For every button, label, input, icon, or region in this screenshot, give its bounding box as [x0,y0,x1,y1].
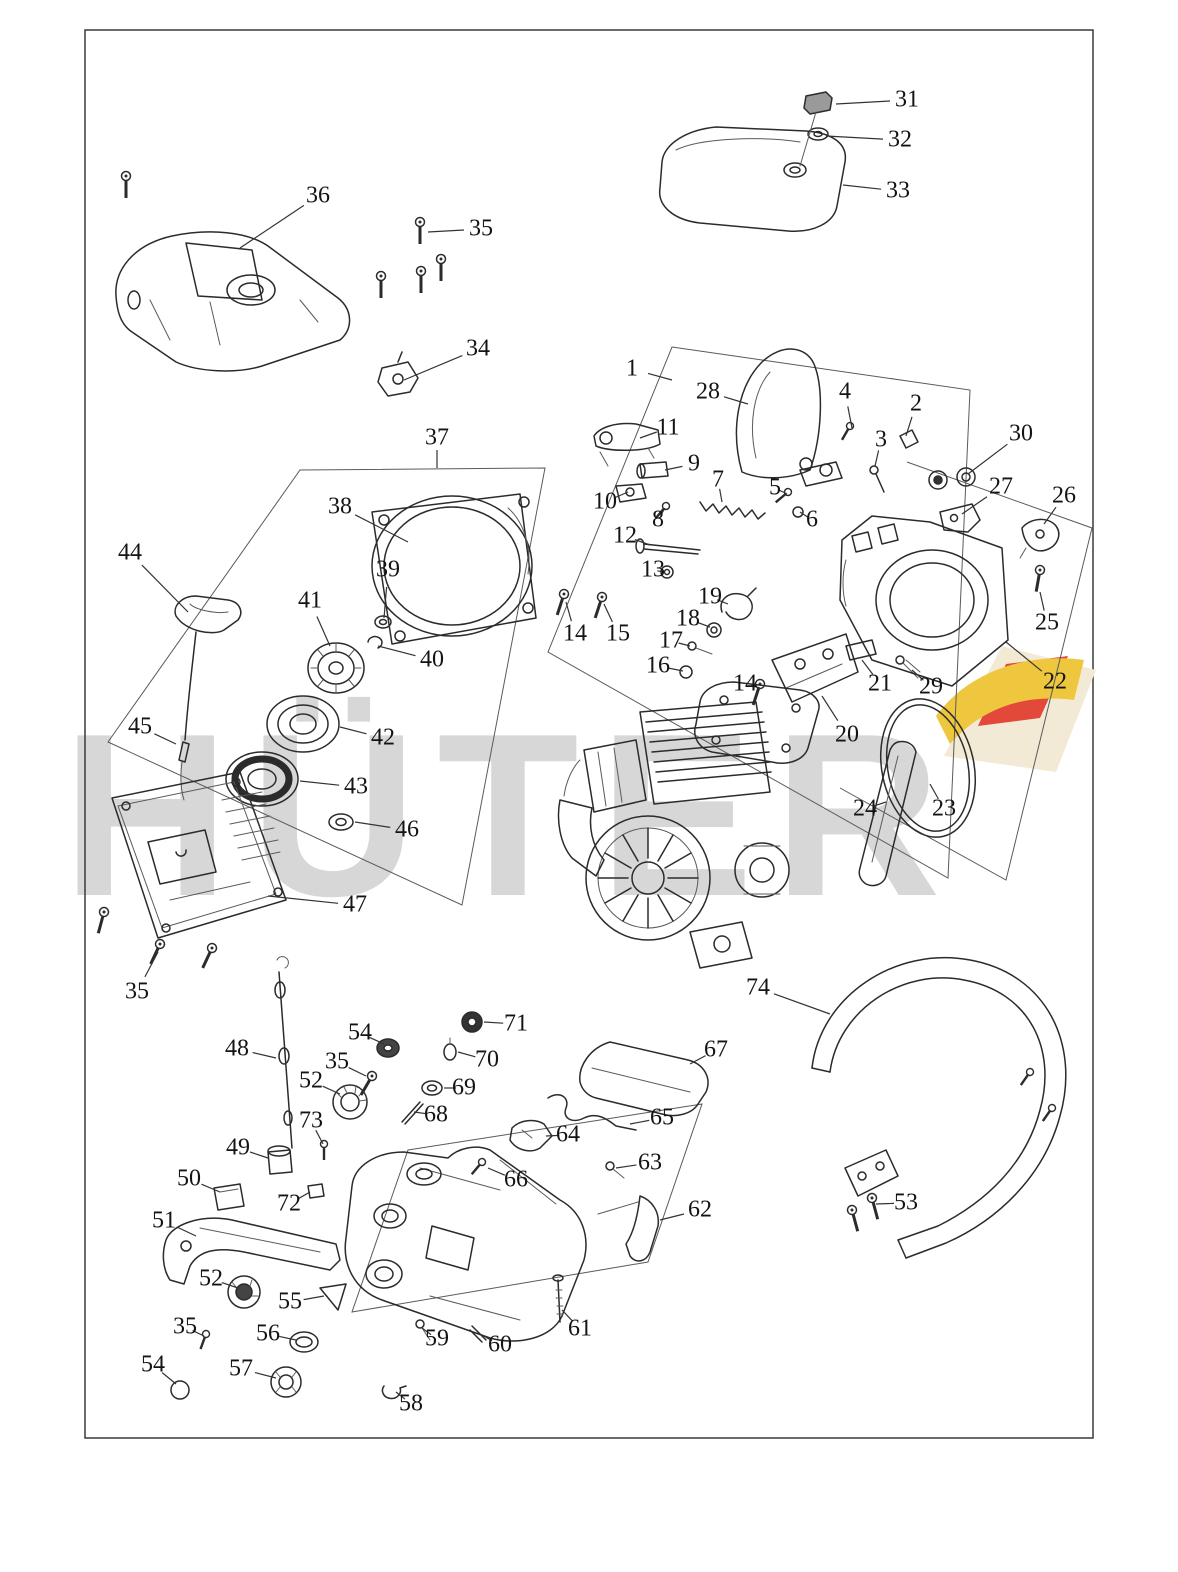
part-label-36: 36 [306,182,330,209]
part-label-52: 52 [299,1067,323,1094]
part-label-13: 13 [641,556,665,583]
part-label-3: 3 [875,426,887,453]
part-label-18: 18 [676,605,700,632]
part-label-9: 9 [688,450,700,477]
part-label-19: 19 [698,583,722,610]
leader-lines [141,100,1057,1400]
part-label-32: 32 [888,126,912,153]
part-label-22: 22 [1043,668,1067,695]
part-label-8: 8 [652,506,664,533]
part-label-33: 33 [886,177,910,204]
part-label-35: 35 [469,215,493,242]
part-label-31: 31 [895,86,919,113]
part-label-72: 72 [277,1190,301,1217]
part-label-27: 27 [989,473,1013,500]
part-label-58: 58 [399,1390,423,1417]
part-label-54: 54 [348,1019,372,1046]
part-label-50: 50 [177,1165,201,1192]
part-label-28: 28 [696,378,720,405]
part-label-12: 12 [613,522,637,549]
part-label-35: 35 [325,1048,349,1075]
part-label-57: 57 [229,1355,253,1382]
part-label-63: 63 [638,1149,662,1176]
part-label-66: 66 [504,1166,528,1193]
part-label-1: 1 [626,355,638,382]
part-label-59: 59 [425,1325,449,1352]
part-label-7: 7 [712,466,724,493]
part-label-39: 39 [376,556,400,583]
part-label-6: 6 [806,506,818,533]
part-label-38: 38 [328,493,352,520]
part-label-5: 5 [769,474,781,501]
part-label-26: 26 [1052,482,1076,509]
part-label-67: 67 [704,1036,728,1063]
watermark: HÜTER [62,686,962,945]
part-label-70: 70 [475,1046,499,1073]
part-label-4: 4 [839,378,851,405]
part-label-71: 71 [504,1010,528,1037]
top-cover-drawing [115,231,351,372]
part-label-37: 37 [425,424,449,451]
part-label-11: 11 [656,414,680,441]
part-label-61: 61 [568,1315,592,1342]
tank-assembly-drawing [162,956,709,1400]
part-label-65: 65 [650,1104,674,1131]
starter-drawing [111,493,537,939]
part-label-35: 35 [173,1313,197,1340]
part-label-15: 15 [606,620,630,647]
part-label-69: 69 [452,1074,476,1101]
part-label-41: 41 [298,587,322,614]
group-boxes [107,346,1093,1313]
cylinder-cover-drawing [658,91,847,232]
part-label-48: 48 [225,1035,249,1062]
engine-drawing [557,681,820,969]
part-label-74: 74 [746,974,770,1001]
part-label-42: 42 [371,724,395,751]
huter-logo [936,646,1096,772]
part-label-10: 10 [593,488,617,515]
part-label-60: 60 [488,1331,512,1358]
part-label-62: 62 [688,1196,712,1223]
part-label-49: 49 [226,1134,250,1161]
part-label-40: 40 [420,646,444,673]
part-label-55: 55 [278,1288,302,1315]
part-label-20: 20 [835,721,859,748]
part-label-35: 35 [125,978,149,1005]
part-label-54: 54 [141,1351,165,1378]
part-label-64: 64 [556,1121,580,1148]
part-label-16: 16 [646,652,670,679]
part-label-17: 17 [659,627,683,654]
part-label-53: 53 [894,1189,918,1216]
part-label-14: 14 [563,620,587,647]
part-label-47: 47 [343,891,367,918]
part-label-68: 68 [424,1101,448,1128]
part-label-56: 56 [256,1320,280,1347]
part-label-23: 23 [932,795,956,822]
part-label-73: 73 [299,1107,323,1134]
part-label-44: 44 [118,539,142,566]
part-label-46: 46 [395,816,419,843]
part-label-29: 29 [919,673,943,700]
part-label-43: 43 [344,773,368,800]
part-label-52: 52 [199,1265,223,1292]
chain-brake-drawing [593,348,1060,887]
part-label-34: 34 [466,335,490,362]
part-label-21: 21 [868,670,892,697]
page-border [84,29,1094,1439]
bracket-drawing [377,351,419,397]
part-label-25: 25 [1035,609,1059,636]
part-label-45: 45 [128,713,152,740]
handlebar-drawing [811,956,1067,1259]
part-label-30: 30 [1009,420,1033,447]
part-label-51: 51 [152,1207,176,1234]
part-label-2: 2 [910,390,922,417]
part-label-24: 24 [853,795,877,822]
part-label-14: 14 [733,670,757,697]
